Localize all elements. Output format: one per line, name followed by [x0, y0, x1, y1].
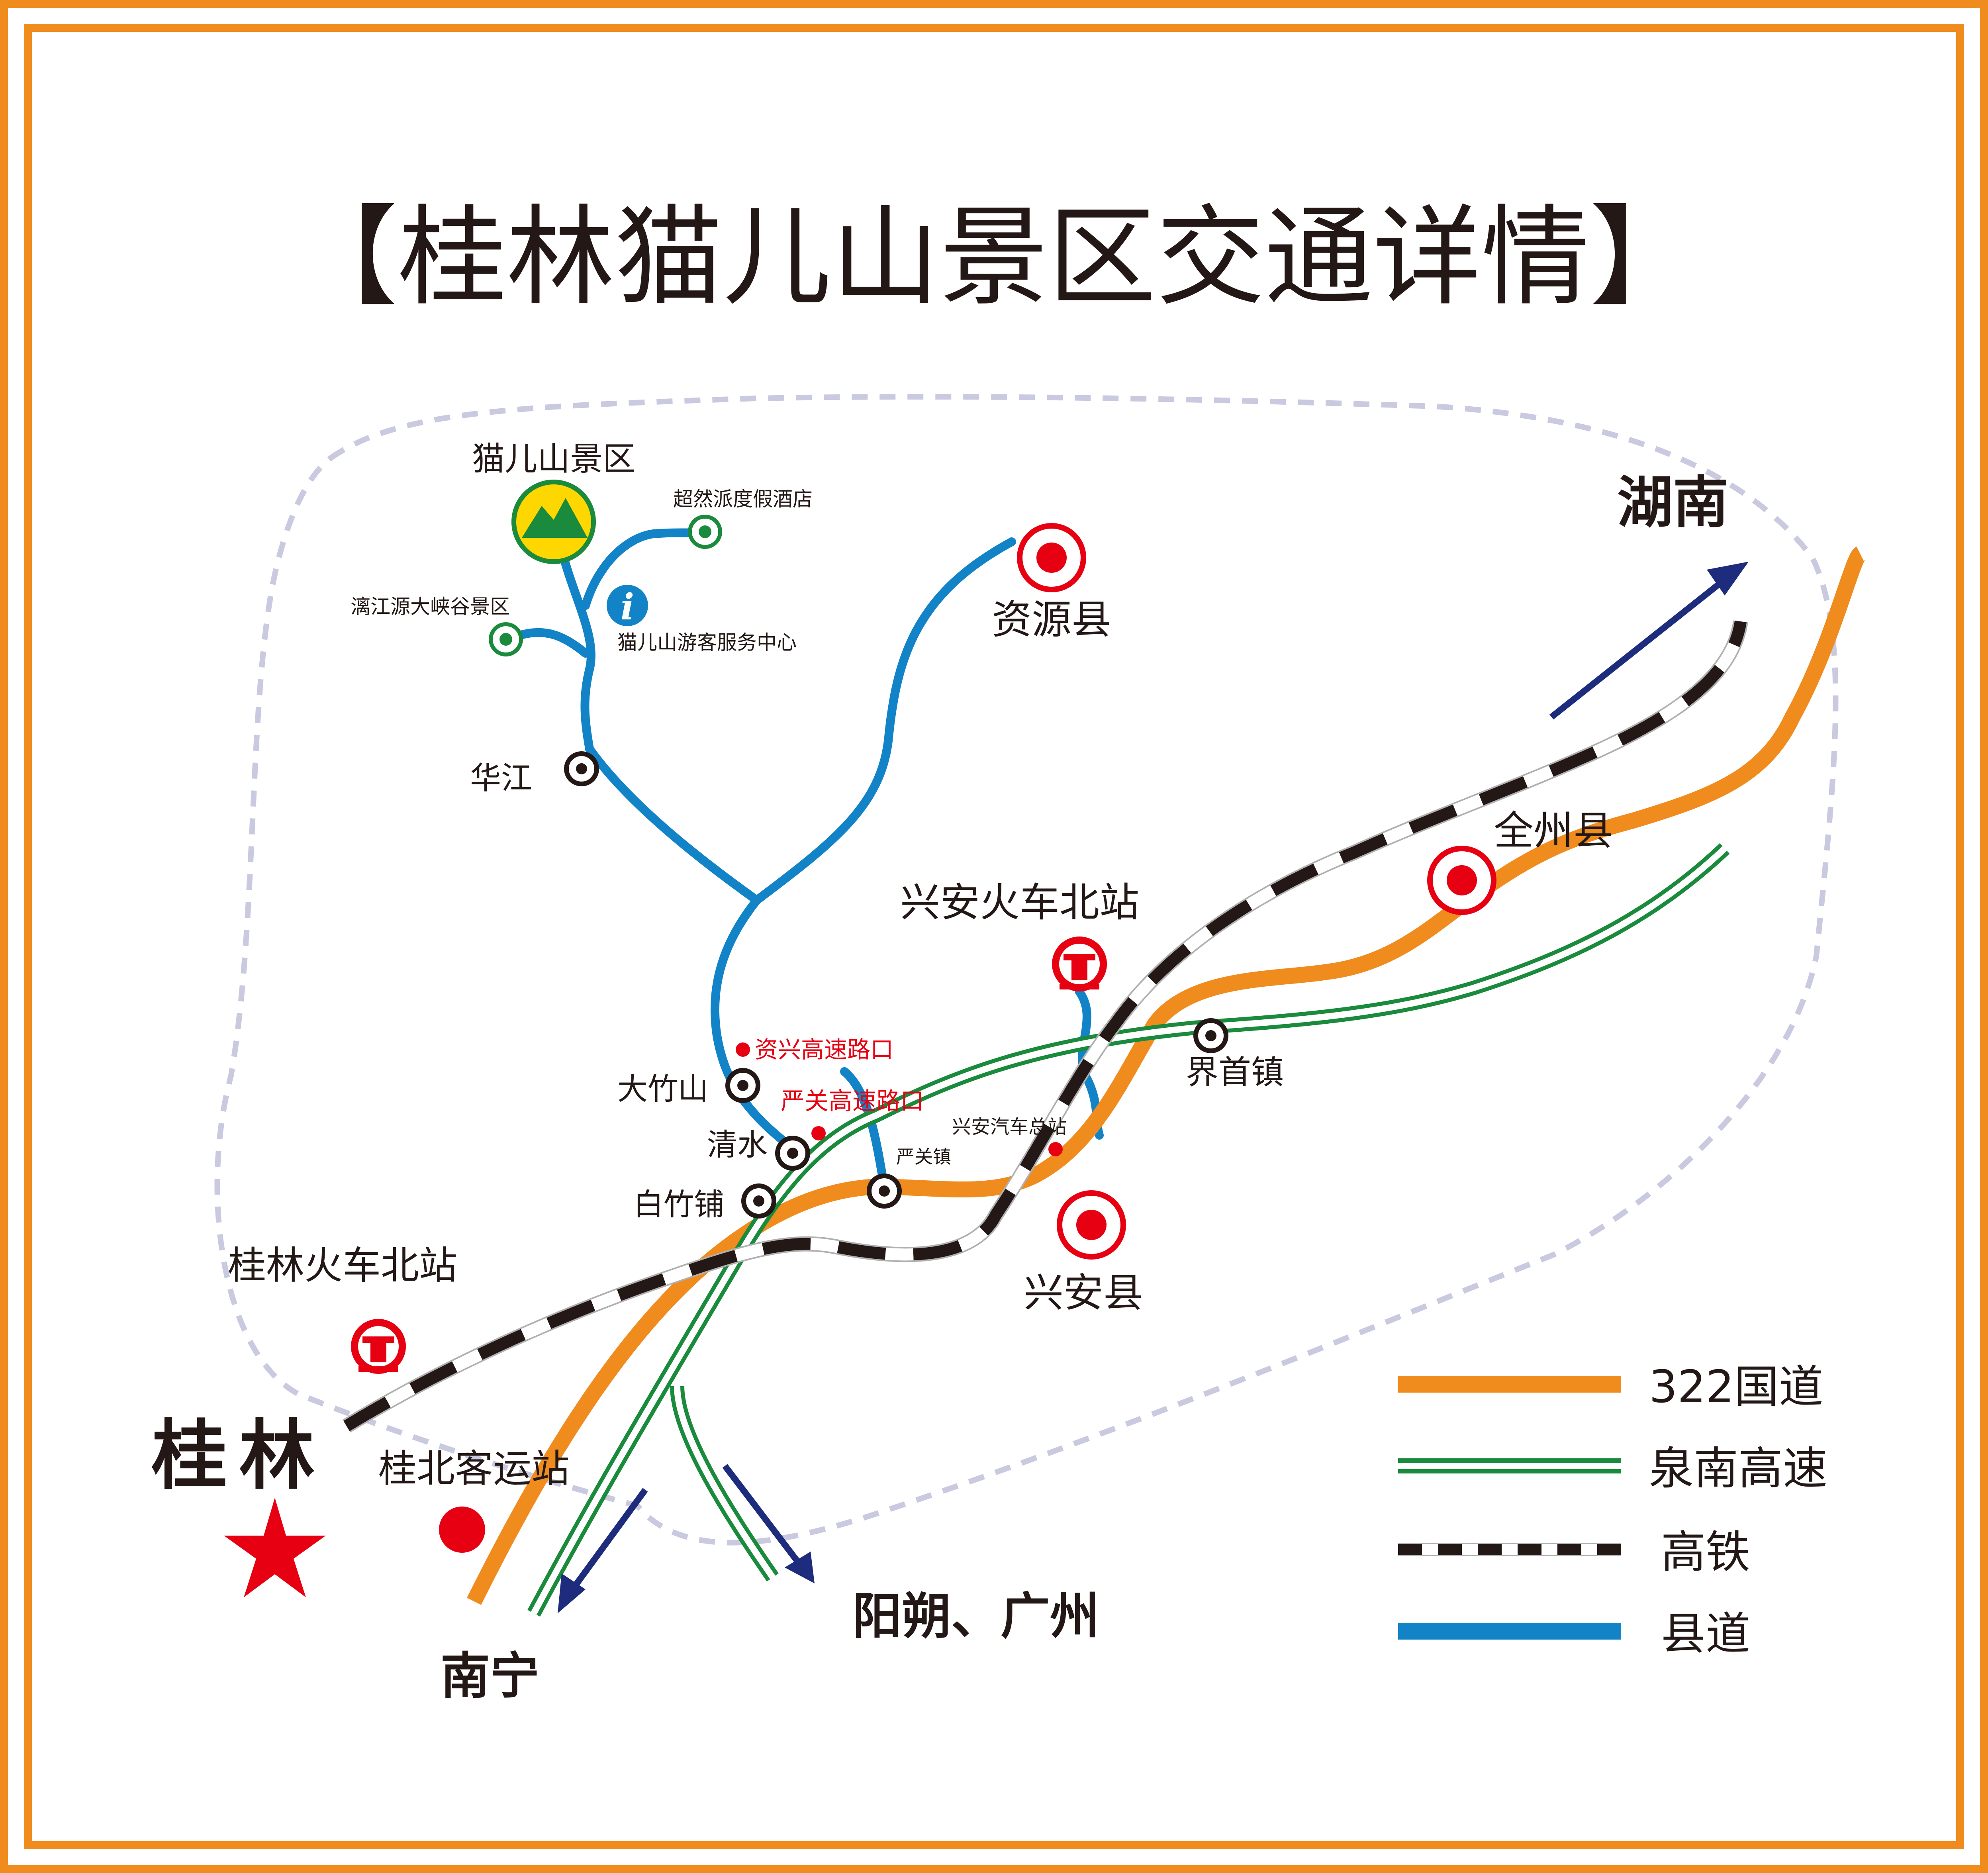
label-nanning: 南宁 [441, 1648, 539, 1705]
city-icon-quanzhou [1427, 846, 1496, 915]
bus-station-icon-guibei [439, 1507, 485, 1553]
label-visitor-center: 猫儿山游客服务中心 [617, 631, 797, 654]
label-zixing-exit: 资兴高速路口 [755, 1036, 893, 1063]
legend: 322国道 泉南高速 高铁 县道 [1398, 1361, 1827, 1660]
arrow-nanning-icon [558, 1488, 648, 1613]
town-icon-huajiang [564, 751, 599, 786]
label-jieshou: 界首镇 [1186, 1054, 1284, 1091]
town-icon-dazhushan [725, 1068, 760, 1103]
high-speed-rail [343, 620, 1748, 1433]
legend-label-expressway: 泉南高速 [1649, 1443, 1827, 1495]
label-ziyuan: 资源县 [992, 596, 1111, 643]
county-road-maoershan [557, 545, 761, 905]
rail-line [343, 620, 1747, 1431]
label-guilin-north-station: 桂林火车北站 [228, 1243, 457, 1288]
exit-icon-zixing [736, 1042, 750, 1057]
quannan-expressway [527, 843, 1730, 1617]
city-icon-ziyuan [1017, 523, 1086, 592]
svg-text:i: i [621, 586, 634, 628]
hotel-icon [688, 515, 722, 549]
label-yangshuo-guangzhou: 阳朔、广州 [852, 1588, 1099, 1645]
label-yanguan-town: 严关镇 [896, 1146, 951, 1168]
label-lijiang-canyon: 漓江源大峡谷景区 [351, 595, 510, 618]
label-maoershan: 猫儿山景区 [472, 440, 635, 478]
page-title: 【桂林猫儿山景区交通详情】 [290, 195, 1698, 321]
arrow-yangshuo-icon [722, 1464, 815, 1583]
county-road-canyon [509, 628, 590, 658]
city-icon-xingan [1057, 1190, 1126, 1260]
town-icon-baizhupu [741, 1183, 776, 1219]
region-boundary [214, 394, 1839, 1546]
exit-icon-yanguan [811, 1126, 826, 1140]
label-yanguan-exit: 严关高速路口 [781, 1087, 924, 1115]
legend-label-rail: 高铁 [1661, 1526, 1750, 1578]
canyon-icon [489, 622, 523, 656]
legend-label-national: 322国道 [1649, 1361, 1823, 1413]
railway-station-icon-xingan [1052, 936, 1107, 991]
direction-arrows [558, 562, 1749, 1613]
label-huajiang: 华江 [470, 760, 532, 796]
railway-station-icon-guilin [351, 1319, 406, 1374]
label-baizhupu: 白竹铺 [633, 1187, 724, 1222]
label-hunan: 湖南 [1617, 470, 1729, 535]
county-road-ziyuan [710, 537, 1016, 1156]
national-road-322 [467, 547, 1866, 1605]
label-chaoran-hotel: 超然派度假酒店 [673, 488, 813, 511]
town-icon-jieshou [1193, 1018, 1228, 1053]
label-dazhushan: 大竹山 [617, 1071, 708, 1107]
star-icon [224, 1498, 326, 1597]
label-xingan-north-station: 兴安火车北站 [900, 879, 1139, 926]
expressway-branch [670, 1386, 779, 1582]
legend-label-county: 县道 [1661, 1608, 1750, 1660]
label-quanzhou: 全州县 [1494, 807, 1613, 854]
inner-frame [24, 24, 1964, 1849]
label-qingshui: 清水 [707, 1127, 768, 1162]
label-xingan-bus: 兴安汽车总站 [952, 1116, 1067, 1138]
town-icon-qingshui [775, 1136, 810, 1171]
bus-station-icon-xingan [1048, 1142, 1063, 1156]
label-guibei-bus: 桂北客运站 [378, 1446, 570, 1491]
arrow-hunan-icon [1549, 562, 1749, 720]
town-icon-yanguan [867, 1174, 902, 1209]
label-xingan: 兴安县 [1024, 1270, 1143, 1316]
info-icon: i [607, 585, 648, 628]
label-guilin: 桂林 [151, 1412, 327, 1500]
mountain-icon [511, 480, 596, 564]
